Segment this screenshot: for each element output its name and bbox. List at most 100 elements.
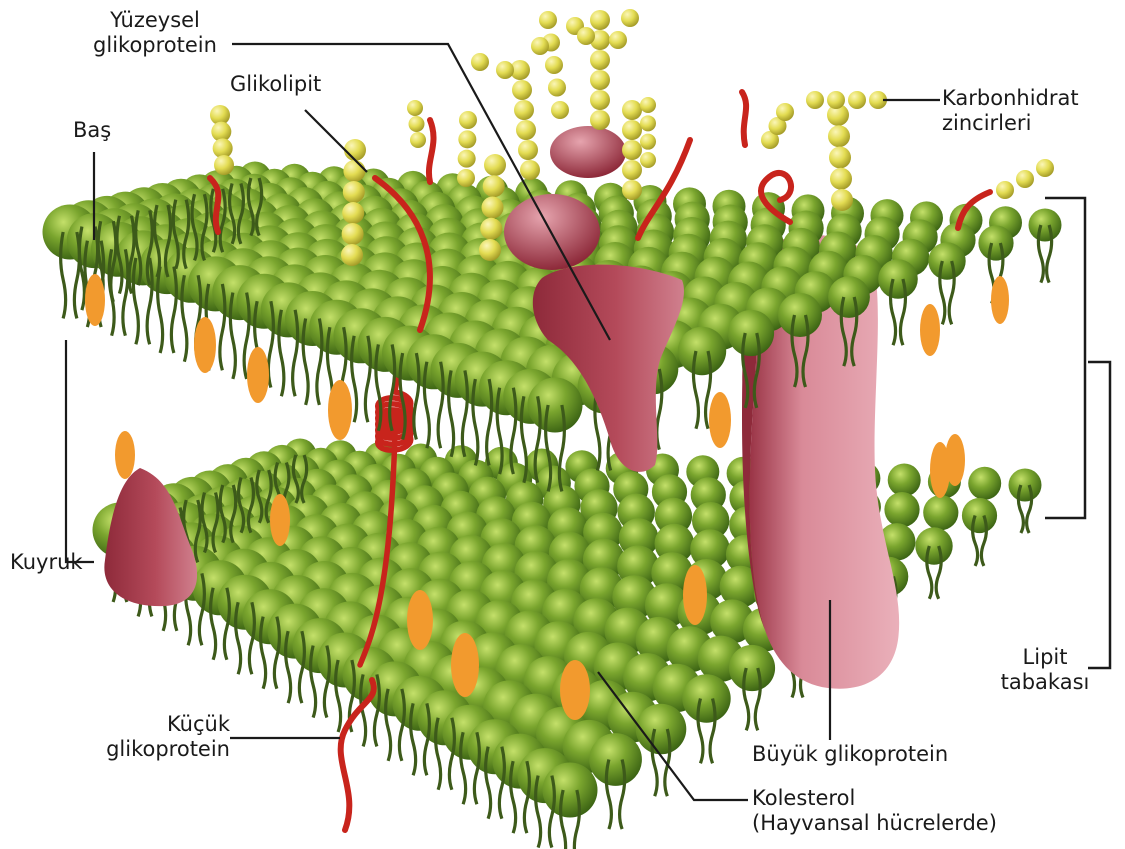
cholesterol	[920, 304, 940, 356]
phospholipid-head	[729, 645, 775, 691]
carbohydrate-bead	[458, 130, 476, 148]
label-small-glycoprotein-line2: glikoprotein	[60, 737, 230, 762]
carbohydrate-bead	[622, 140, 642, 160]
carbohydrate-bead	[548, 79, 566, 97]
cholesterol	[247, 347, 269, 403]
carbohydrate-bead	[545, 56, 563, 74]
carbohydrate-bead	[622, 100, 642, 120]
cholesterol	[945, 434, 965, 486]
phospholipid-head	[589, 733, 642, 786]
carbohydrate-bead	[640, 134, 656, 150]
carbohydrate-bead	[342, 202, 364, 224]
carbohydrate-bead	[531, 37, 549, 55]
label-lipid-line1: Lipit	[990, 645, 1100, 670]
cholesterol	[328, 380, 352, 440]
cholesterol	[85, 274, 105, 326]
carbohydrate-bead	[829, 147, 851, 169]
label-cholesterol: Kolesterol (Hayvansal hücrelerde)	[752, 786, 997, 836]
label-surface-glycoprotein: Yüzeysel glikoprotein	[80, 8, 230, 58]
carbohydrate-bead	[512, 80, 532, 100]
carbohydrate-bead	[342, 223, 364, 245]
cholesterol	[407, 590, 433, 650]
label-carbohydrate-line1: Karbonhidrat	[942, 86, 1079, 111]
label-large-glycoprotein: Büyük glikoprotein	[752, 742, 948, 767]
cholesterol	[451, 633, 479, 697]
carbohydrate-bead	[776, 103, 794, 121]
carbohydrate-bead	[471, 53, 489, 71]
label-surface-glycoprotein-line1: Yüzeysel	[80, 8, 230, 33]
label-lipid-layer: Lipit tabakası	[990, 645, 1100, 695]
label-cholesterol-line2: (Hayvansal hücrelerde)	[752, 811, 997, 836]
label-tail: Kuyruk	[10, 550, 83, 575]
carbohydrate-bead	[577, 27, 595, 45]
carbohydrate-bead	[640, 152, 656, 168]
phospholipid-head	[528, 378, 583, 433]
phospholipid-head	[962, 498, 997, 533]
carbohydrate-bead	[551, 101, 569, 119]
carbohydrate-bead	[518, 140, 538, 160]
label-carbohydrate-chains: Karbonhidrat zincirleri	[942, 86, 1079, 136]
carbohydrate-bead	[622, 160, 642, 180]
label-small-glycoprotein-line1: Küçük	[60, 712, 230, 737]
cholesterol	[194, 317, 216, 373]
label-lipid-line2: tabakası	[990, 670, 1100, 695]
carbohydrate-bead	[806, 91, 824, 109]
carbohydrate-bead	[457, 169, 475, 187]
carbohydrate-bead	[483, 175, 505, 197]
lipid-layer-bracket	[1088, 362, 1110, 668]
carbohydrate-bead	[520, 160, 540, 180]
carbohydrate-bead	[496, 61, 514, 79]
carbohydrate-bead	[482, 197, 504, 219]
glycolipid-chain	[742, 92, 746, 145]
carbohydrate-bead	[590, 70, 610, 90]
carbohydrate-bead	[409, 116, 425, 132]
phospholipid-head	[728, 310, 774, 356]
carbohydrate-bead	[484, 154, 506, 176]
cholesterol	[115, 431, 135, 479]
carbohydrate-bead	[830, 168, 852, 190]
carbohydrate-bead	[516, 120, 536, 140]
carbohydrate-bead	[343, 181, 365, 203]
label-surface-glycoprotein-line2: glikoprotein	[80, 33, 230, 58]
carbohydrate-bead	[341, 244, 363, 266]
carbohydrate-bead	[996, 181, 1014, 199]
carbohydrate-bead	[621, 9, 639, 27]
small-glycoprotein-chain	[341, 680, 374, 830]
phospholipid-head	[1029, 209, 1062, 242]
carbohydrate-bead	[622, 180, 642, 200]
phospholipid-head	[968, 467, 1001, 500]
carbohydrate-bead	[459, 111, 477, 129]
phospholipid-head	[1009, 469, 1042, 502]
phospholipid-head	[828, 276, 870, 318]
label-carbohydrate-line2: zincirleri	[942, 111, 1079, 136]
carbohydrate-bead	[831, 189, 853, 211]
phospholipid-head	[878, 259, 918, 299]
phospholipid-head	[778, 293, 822, 337]
carbohydrate-bead	[590, 90, 610, 110]
label-head: Baş	[73, 118, 111, 143]
cholesterol	[560, 660, 590, 720]
phospholipid-head	[678, 327, 726, 375]
carbohydrate-bead	[1036, 159, 1054, 177]
carbohydrate-bead	[640, 115, 656, 131]
phospholipid-head	[682, 674, 730, 722]
phospholipid-head	[636, 704, 687, 755]
carbohydrate-bead	[640, 97, 656, 113]
glycolipid-chain	[429, 120, 434, 182]
carbohydrate-bead	[848, 91, 866, 109]
phospholipid-head	[978, 225, 1013, 260]
carbohydrate-bead	[343, 160, 365, 182]
carbohydrate-bead	[514, 100, 534, 120]
cholesterol	[991, 276, 1009, 324]
carbohydrate-bead	[590, 50, 610, 70]
carbohydrate-bead	[1016, 170, 1034, 188]
carbohydrate-bead	[609, 31, 627, 49]
cholesterol	[709, 392, 731, 448]
label-small-glycoprotein: Küçük glikoprotein	[60, 712, 230, 762]
carbohydrate-bead	[410, 132, 426, 148]
carbohydrate-bead	[458, 150, 476, 168]
phospholipid-head	[923, 495, 958, 530]
phospholipid-head	[915, 527, 952, 564]
leader-tail	[66, 340, 94, 562]
